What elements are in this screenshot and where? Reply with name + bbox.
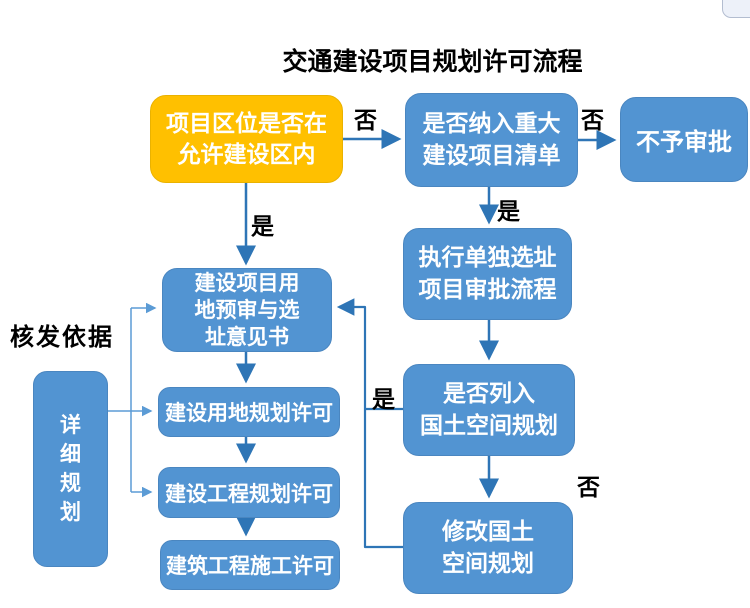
- edge-modify-back-to-pre-review: [336, 298, 403, 549]
- node-text-line: 不予审批: [636, 130, 732, 156]
- edge-label-yes: 是: [372, 387, 395, 412]
- node-major-project-list-decision: 是否纳入重大 建设项目清单: [405, 93, 578, 187]
- edge-label-no: 否: [354, 108, 377, 133]
- node-text-line: 是否列入: [443, 381, 535, 406]
- page-title: 交通建设项目规划许可流程: [282, 49, 583, 76]
- node-text-line: 是否纳入重大: [422, 111, 561, 136]
- node-text-line: 建设用地规划许可: [165, 401, 333, 425]
- node-construction-permit: 建筑工程施工许可: [160, 540, 340, 590]
- node-text-line: 允许建设区内: [177, 142, 316, 167]
- node-text-line: 址意见书: [205, 324, 289, 349]
- node-land-pre-review-opinion: 建设项目用 地预审与选 址意见书: [162, 268, 332, 352]
- node-text-line: 建设项目用: [194, 270, 300, 295]
- node-text-line: 建筑工程施工许可: [166, 554, 334, 578]
- edge-label-no: 否: [581, 108, 604, 133]
- node-text-line: 空间规划: [442, 551, 534, 576]
- node-no-approval: 不予审批: [620, 97, 748, 182]
- node-engineering-planning-permit: 建设工程规划许可: [158, 467, 340, 518]
- node-text-line: 国土空间规划: [420, 413, 558, 438]
- node-text-line: 项目区位是否在: [166, 111, 327, 136]
- node-standalone-site-selection: 执行单独选址 项目审批流程: [403, 228, 572, 320]
- node-text-line: 建设工程规划许可: [165, 481, 333, 506]
- node-project-location-decision: 项目区位是否在 允许建设区内: [150, 95, 343, 183]
- node-text-line: 详: [60, 413, 81, 437]
- node-text-line: 划: [60, 500, 81, 524]
- node-land-use-planning-permit: 建设用地规划许可: [158, 387, 340, 437]
- node-spatial-plan-listed-decision: 是否列入 国土空间规划: [403, 364, 575, 456]
- node-text-line: 修改国土: [442, 519, 534, 544]
- node-text-line: 执行单独选址: [418, 245, 557, 270]
- node-text-line: 项目审批流程: [418, 277, 557, 302]
- node-text-line: 地预审与选: [194, 297, 300, 322]
- basis-label: 核发依据: [10, 325, 114, 351]
- node-text-line: 建设项目清单: [422, 143, 561, 168]
- edge-label-yes: 是: [497, 199, 520, 224]
- edge-label-yes: 是: [251, 214, 274, 239]
- edge-label-no: 否: [577, 475, 600, 500]
- node-text-line: 规: [60, 471, 81, 495]
- node-text-line: 细: [60, 442, 81, 466]
- node-detailed-plan: 详 细 规 划: [33, 371, 108, 567]
- node-modify-spatial-plan: 修改国土 空间规划: [403, 502, 573, 594]
- partial-box-top-right: [722, 0, 750, 18]
